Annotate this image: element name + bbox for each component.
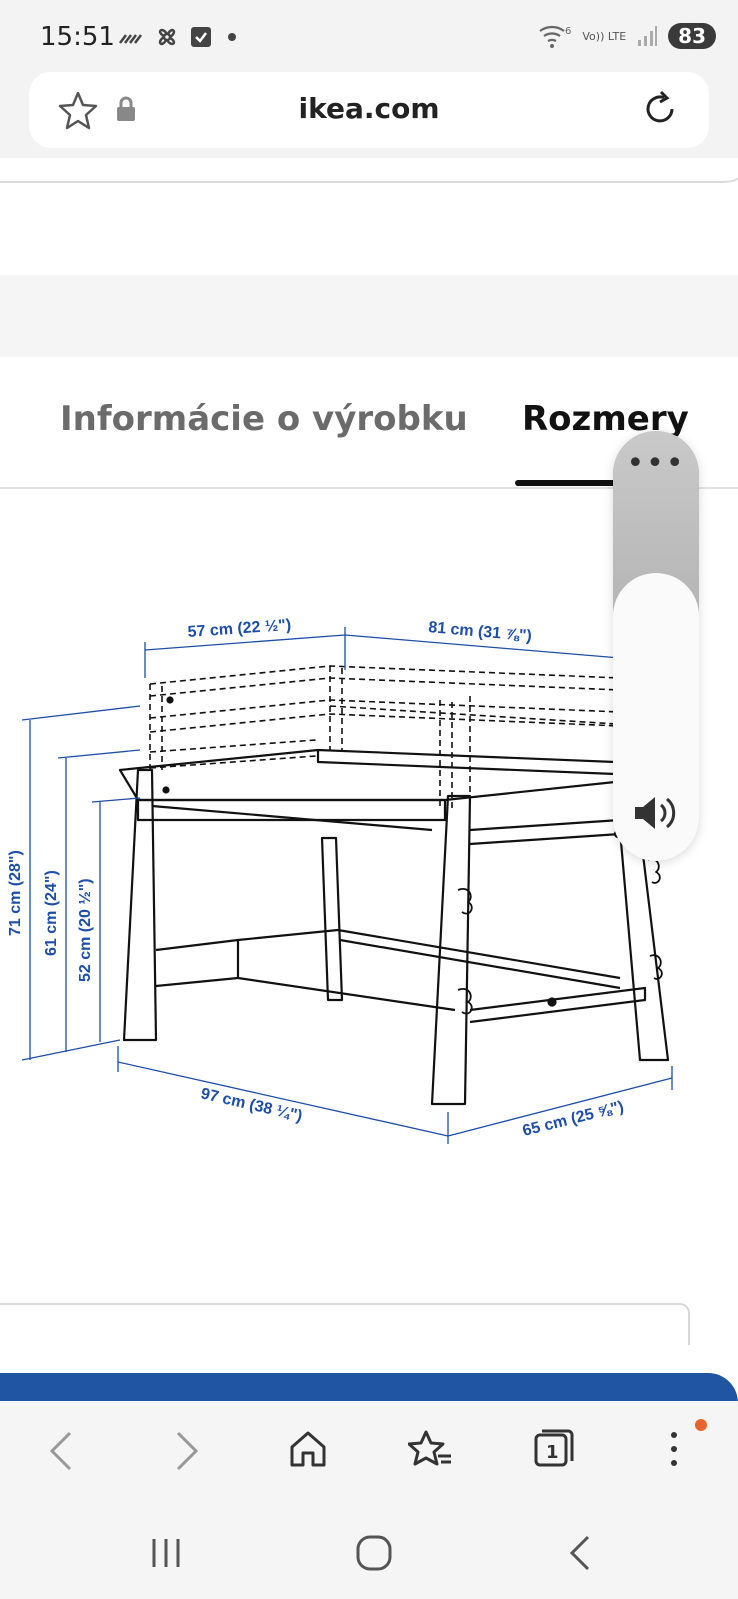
browser-bottom-nav: 1 bbox=[0, 1401, 738, 1513]
home-icon[interactable] bbox=[288, 1429, 328, 1469]
dim-width-left: 57 cm (22 ½") bbox=[187, 617, 292, 641]
dim-depth: 65 cm (25 ⅝") bbox=[521, 1098, 626, 1140]
tab-count: 1 bbox=[546, 1442, 559, 1463]
leg-back-left bbox=[320, 836, 344, 1002]
leg-back-right bbox=[618, 828, 670, 1062]
dot-icon bbox=[228, 33, 236, 41]
status-icons-right: 6 Vo)) LTE 83 bbox=[538, 22, 716, 50]
network-label: Vo)) LTE bbox=[582, 29, 627, 43]
status-icons-left bbox=[118, 24, 242, 50]
volume-more-button[interactable]: ••• bbox=[626, 446, 686, 481]
svg-text:6: 6 bbox=[565, 26, 571, 37]
leg-front-left bbox=[122, 768, 158, 1042]
grey-band bbox=[0, 275, 738, 357]
system-nav bbox=[0, 1513, 738, 1599]
reload-icon[interactable] bbox=[639, 88, 681, 130]
checkbox-icon bbox=[191, 27, 211, 47]
more-icon[interactable] bbox=[664, 1429, 684, 1469]
battery-level: 83 bbox=[678, 24, 706, 48]
content-card bbox=[0, 1303, 690, 1345]
dimension-drawing: 57 cm (22 ½") 81 cm (31 ⅞") 71 cm (28") … bbox=[7, 617, 673, 1144]
page-separator bbox=[0, 177, 738, 183]
notification-dot bbox=[695, 1419, 707, 1431]
missed-call-icon bbox=[119, 34, 142, 44]
wifi-6-icon: 6 bbox=[539, 25, 572, 48]
volte-icon: Vo)) LTE bbox=[582, 31, 626, 42]
fan-icon bbox=[158, 28, 176, 46]
system-back-icon[interactable] bbox=[566, 1533, 594, 1573]
star-icon[interactable] bbox=[57, 89, 99, 131]
back-icon[interactable] bbox=[46, 1429, 76, 1473]
stretcher-center bbox=[237, 976, 456, 1012]
dim-height-max: 71 cm (28") bbox=[7, 850, 24, 936]
leg-front-right bbox=[430, 794, 472, 1106]
url-bar[interactable]: ikea.com bbox=[29, 72, 709, 148]
signal-icon bbox=[638, 26, 658, 46]
recents-icon[interactable] bbox=[148, 1535, 184, 1571]
volume-panel[interactable]: ••• bbox=[613, 431, 699, 861]
dim-height-min: 52 cm (20 ½") bbox=[77, 878, 94, 982]
lock-icon[interactable] bbox=[115, 96, 137, 122]
url-text[interactable]: ikea.com bbox=[298, 92, 440, 125]
dim-width-right: 81 cm (31 ⅞") bbox=[428, 619, 533, 645]
forward-icon[interactable] bbox=[172, 1429, 202, 1473]
tab-product-info[interactable]: Informácie o výrobku bbox=[60, 399, 468, 439]
desk-drawing bbox=[118, 665, 670, 1106]
stretcher-left bbox=[155, 938, 240, 988]
stretcher-right bbox=[469, 986, 647, 1024]
ikea-blue-bar bbox=[0, 1373, 738, 1403]
battery-icon: 83 bbox=[668, 23, 716, 49]
home-circle-icon[interactable] bbox=[354, 1533, 394, 1573]
status-time: 15:51 bbox=[40, 22, 115, 52]
status-bar: 15:51 6 Vo)) LTE 83 bbox=[0, 0, 738, 72]
dim-height-mid: 61 cm (24") bbox=[43, 870, 60, 956]
active-tab-indicator bbox=[515, 480, 645, 486]
tabs-icon[interactable]: 1 bbox=[534, 1429, 574, 1469]
speaker-icon[interactable] bbox=[631, 793, 681, 833]
desk-top bbox=[118, 748, 617, 802]
bookmarks-icon[interactable] bbox=[408, 1429, 452, 1469]
volume-level-fill[interactable] bbox=[613, 573, 699, 861]
tabs-divider bbox=[0, 487, 738, 489]
dimension-lines bbox=[21, 627, 673, 1144]
